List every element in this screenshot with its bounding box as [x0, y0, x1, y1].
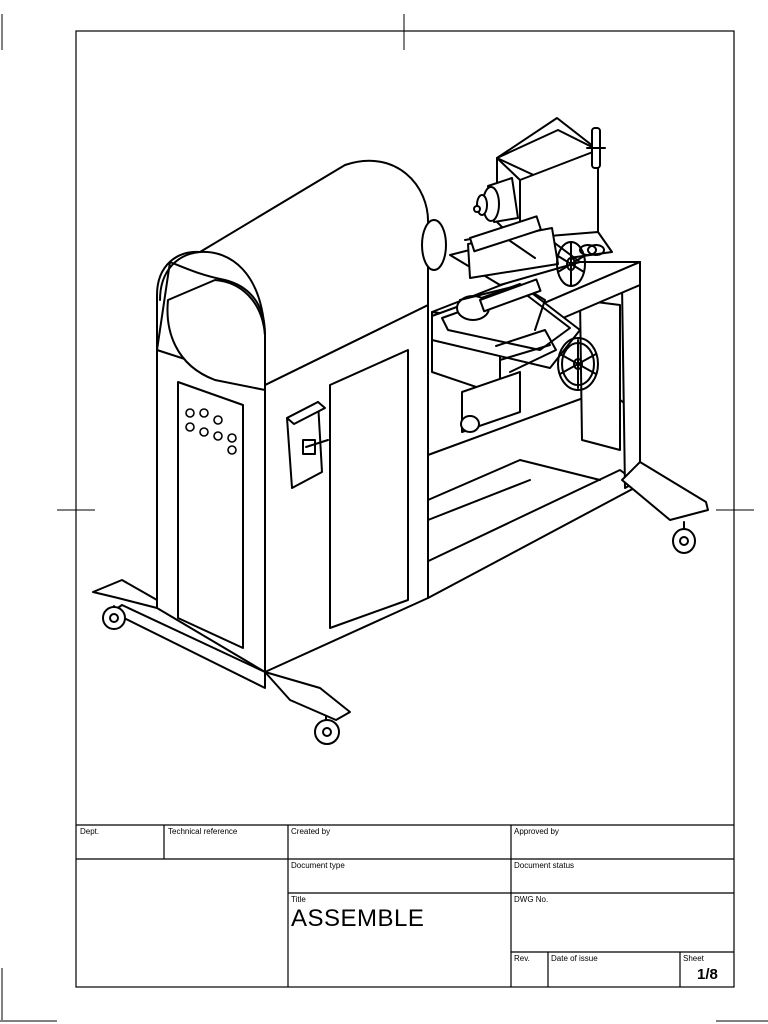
document-type-label: Document type: [291, 861, 345, 870]
document-status-label: Document status: [514, 861, 575, 870]
headstock: [473, 117, 613, 263]
machine-assembly-drawing: [92, 117, 709, 745]
dept-label: Dept.: [80, 827, 100, 836]
title-block-grid: [76, 824, 734, 987]
cross-slide: [431, 215, 581, 373]
technical-reference-label: Technical reference: [168, 827, 238, 836]
dwg-no-label: DWG No.: [514, 895, 549, 904]
sheet-label: Sheet: [683, 954, 704, 963]
date-of-issue-label: Date of issue: [551, 954, 598, 963]
sheet-number: 1/8: [697, 966, 718, 983]
title-label: Title: [291, 895, 306, 904]
curved-guard: [156, 159, 447, 391]
caster-right: [672, 521, 696, 554]
approved-by-label: Approved by: [514, 827, 559, 836]
rev-label: Rev.: [514, 954, 530, 963]
drawing-title: ASSEMBLE: [291, 905, 425, 932]
caster-left: [102, 605, 126, 630]
control-buttons: [185, 408, 237, 455]
caster-front: [314, 715, 340, 745]
handwheel-upper: [556, 241, 605, 287]
crop-marks: [0, 14, 768, 1022]
drawing-frame: [75, 30, 735, 988]
handwheel-lower: [557, 337, 599, 391]
created-by-label: Created by: [291, 827, 331, 836]
